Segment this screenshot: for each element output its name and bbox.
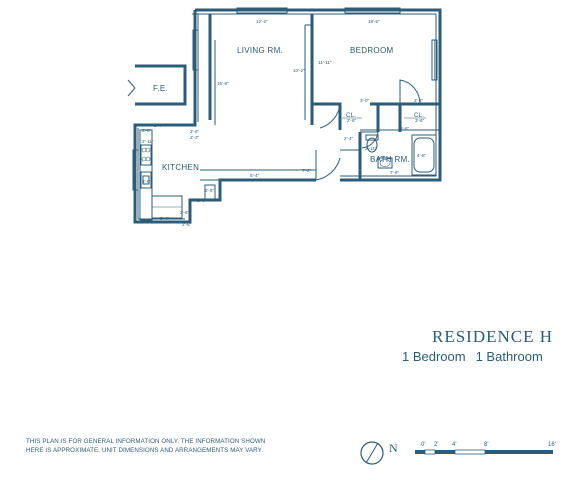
bedroom-label: BEDROOM xyxy=(350,46,393,55)
fire-extinguisher-nook xyxy=(127,64,187,106)
dim-label: 2'-6" xyxy=(180,210,190,215)
dim-label: 15'-8" xyxy=(217,81,229,86)
dim-label: 5'-6" xyxy=(400,126,410,131)
dim-label: 7'-2" xyxy=(302,168,312,173)
scale-tick-label: 2' xyxy=(434,442,438,448)
dimension-labels: 12'-2" 18'-5" 15'-8" 11'-11" 10'-2" 3'-0… xyxy=(142,19,427,227)
residence-title: RESIDENCE H xyxy=(432,327,554,346)
residence-summary: 1 Bedroom 1 Bathroom xyxy=(402,349,543,364)
scale-tick-label: 8' xyxy=(484,442,488,448)
closet-label: CL. xyxy=(346,113,356,119)
scale-tick-label: 4' xyxy=(452,442,456,448)
dim-label: 2'-3" xyxy=(190,135,200,140)
dim-label: 2'-11" xyxy=(142,139,154,144)
dim-label: 2'-6" xyxy=(182,222,192,227)
dim-label: 8'-4" xyxy=(160,216,170,221)
scale-bar: 0' 2' 4' 8' 16' xyxy=(415,442,556,455)
compass-north-label: N xyxy=(389,441,398,455)
compass-icon xyxy=(360,441,384,465)
bath-fixtures xyxy=(365,134,437,176)
dim-label: 2'-11" xyxy=(365,146,377,151)
dim-label: 5'-4" xyxy=(250,173,260,178)
scale-tick-label: 0' xyxy=(421,442,425,448)
dim-label: 5'-4" xyxy=(154,123,164,128)
dim-label: 2'-8" xyxy=(142,128,152,133)
dim-label: 2'-6" xyxy=(347,118,357,123)
dim-label: 3'-0" xyxy=(360,98,370,103)
kitchen-label: KITCHEN xyxy=(162,163,199,172)
windows xyxy=(132,7,438,191)
closet-label: CL. xyxy=(414,113,424,119)
exterior-walls xyxy=(133,8,442,224)
dim-label: 2'-6" xyxy=(190,129,200,134)
dim-label: 3'-6" xyxy=(415,118,425,123)
living-room-label: LIVING RM. xyxy=(237,46,283,55)
dim-label: 2'-6" xyxy=(197,198,207,203)
disclaimer: THIS PLAN IS FOR GENERAL INFORMATION ONL… xyxy=(26,437,286,455)
dim-label: 11'-11" xyxy=(318,60,332,65)
bathroom-count: 1 Bathroom xyxy=(475,349,543,364)
disclaimer-line: HERE IS APPROXIMATE. UNIT DIMENSIONS AND… xyxy=(26,447,263,454)
disclaimer-line: THIS PLAN IS FOR GENERAL INFORMATION ONL… xyxy=(26,438,266,445)
dim-label: 2'-8" xyxy=(414,98,424,103)
dim-label: 18'-5" xyxy=(368,19,380,24)
dim-label: 12'-2" xyxy=(256,19,268,24)
fe-label: F.E. xyxy=(153,84,168,93)
dim-label: 2'-6" xyxy=(205,188,215,193)
scale-tick-label: 16' xyxy=(548,442,556,448)
kitchen-fixtures xyxy=(139,129,216,221)
bath-room-label: BATH RM. xyxy=(370,155,410,164)
dim-label: 2'-4" xyxy=(344,136,354,141)
dim-label: 3'-8" xyxy=(142,179,152,184)
north-compass: N xyxy=(360,441,398,465)
bedroom-count: 1 Bedroom xyxy=(402,349,466,364)
dim-label: 10'-2" xyxy=(293,68,305,73)
dim-label: 4'-8" xyxy=(417,153,427,158)
dim-label: 7'-6" xyxy=(390,170,400,175)
doors xyxy=(312,79,421,181)
